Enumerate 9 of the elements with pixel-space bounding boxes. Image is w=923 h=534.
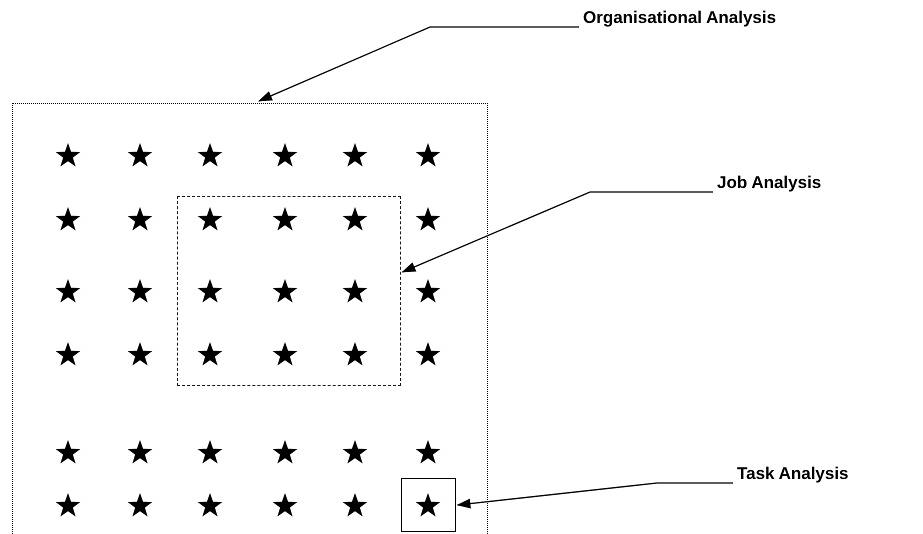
- callout-label: Job Analysis: [717, 173, 897, 201]
- region-box: [12, 103, 488, 534]
- region-box: [176, 196, 400, 386]
- region-box: [400, 478, 456, 532]
- callout-label: Organisational Analysis: [583, 8, 913, 36]
- leader-arrow: [456, 482, 733, 509]
- leader-arrow: [402, 191, 713, 273]
- callout-label: Task Analysis: [737, 464, 917, 492]
- leader-arrow: [258, 26, 579, 102]
